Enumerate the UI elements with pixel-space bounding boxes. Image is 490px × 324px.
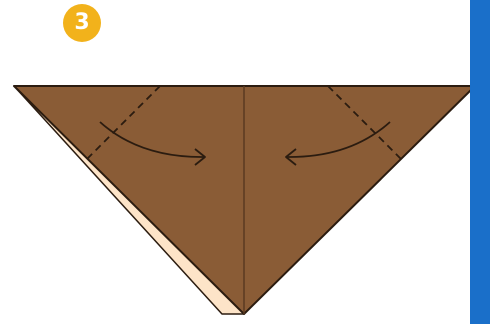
- side-accent-bar: [470, 0, 490, 324]
- origami-diagram: [0, 0, 470, 324]
- paper-triangle: [14, 86, 470, 314]
